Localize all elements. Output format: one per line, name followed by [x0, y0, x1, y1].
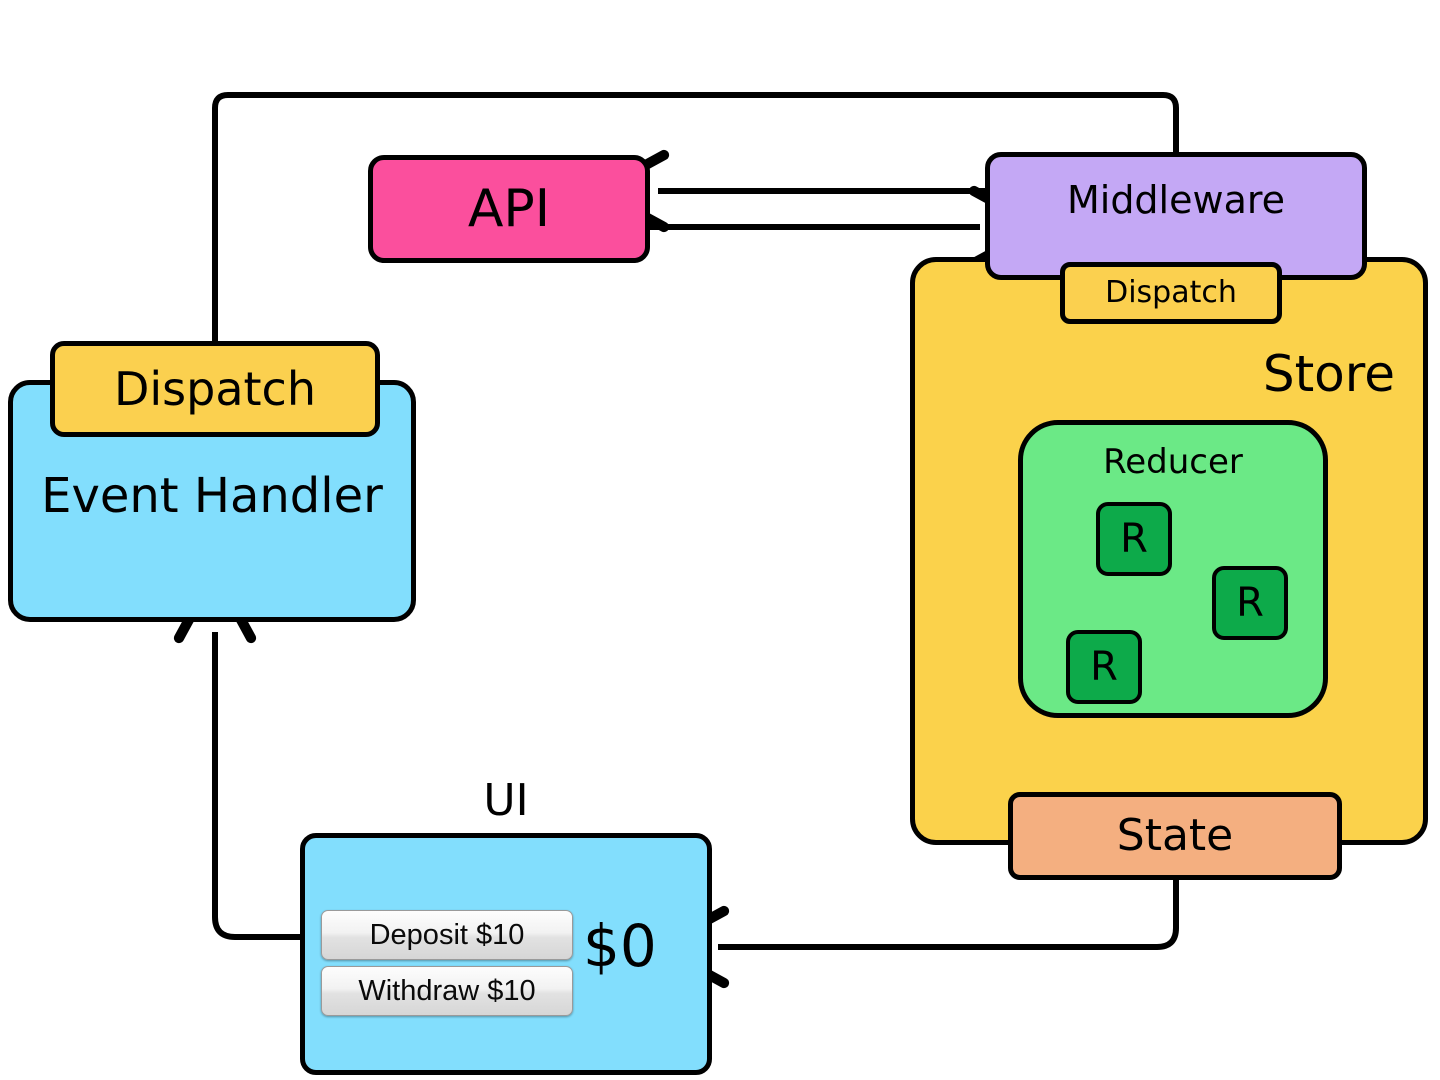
middleware-node: Middleware	[985, 152, 1367, 280]
edge-state-to-ui	[652, 880, 1179, 989]
ui-label: UI	[483, 775, 529, 826]
dispatch-event-handler-node: Dispatch	[50, 341, 380, 437]
middleware-label: Middleware	[1066, 178, 1286, 222]
edge-ui-to-event-handler	[173, 566, 302, 940]
reducer-chip: R	[1096, 502, 1172, 576]
api-label: API	[467, 178, 551, 239]
event-handler-label: Event Handler	[41, 468, 383, 524]
ui-node: Deposit $10 Withdraw $10 $0	[300, 833, 712, 1075]
state-label: State	[1116, 809, 1234, 861]
reducer-label: Reducer	[1103, 442, 1243, 482]
reducer-chip: R	[1212, 566, 1288, 640]
api-node: API	[368, 155, 650, 263]
deposit-button[interactable]: Deposit $10	[321, 910, 573, 960]
reducer-chip: R	[1066, 630, 1142, 704]
store-label: Store	[1262, 345, 1395, 403]
withdraw-button[interactable]: Withdraw $10	[321, 966, 573, 1016]
state-node: State	[1008, 792, 1342, 880]
balance-amount: $0	[583, 912, 657, 980]
dispatch-store-label: Dispatch	[1105, 275, 1237, 311]
dispatch-event-handler-label: Dispatch	[113, 361, 317, 416]
dispatch-store-node: Dispatch	[1060, 262, 1282, 324]
